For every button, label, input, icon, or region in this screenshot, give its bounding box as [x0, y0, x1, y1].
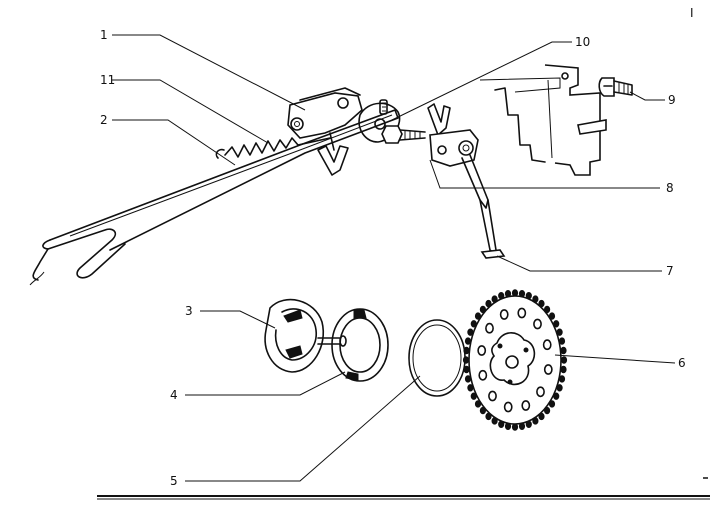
callout-7: 7 — [666, 264, 674, 278]
part-8-stand-bracket — [427, 103, 479, 167]
callout-1: 1 — [100, 28, 108, 42]
sprocket-hole — [521, 400, 531, 411]
sprocket-tooth — [463, 365, 470, 374]
sprocket-tooth — [463, 346, 470, 355]
part-3-plate — [264, 298, 347, 373]
sprocket-hole — [477, 345, 487, 356]
sprocket-hole — [503, 401, 513, 413]
adjuster-bolt — [381, 125, 426, 144]
sprocket-tooth — [560, 356, 568, 364]
callout-labels: 1 2 3 4 5 6 7 8 9 10 11 — [100, 28, 686, 488]
bottom-rule — [97, 477, 710, 500]
part-7-stand-leg — [461, 154, 506, 259]
part-11-spring — [215, 137, 331, 159]
callout-4: 4 — [170, 388, 178, 402]
sprocket-tooth — [560, 365, 567, 374]
sprocket-hole — [485, 322, 494, 334]
part-6-sprocket — [462, 289, 568, 431]
sprocket-hole — [478, 369, 488, 381]
sprocket-hole — [488, 390, 497, 402]
sprocket-hole — [542, 339, 552, 351]
callout-5: 5 — [170, 474, 178, 488]
sprocket-tooth — [560, 346, 567, 355]
sprocket-tooth — [479, 406, 486, 415]
sprocket-tooth — [544, 406, 551, 415]
callout-11: 11 — [100, 73, 115, 87]
frame-block — [479, 64, 607, 176]
callout-8: 8 — [666, 181, 674, 195]
sprocket-tooth — [544, 305, 551, 314]
callout-9: 9 — [668, 93, 676, 107]
callout-3: 3 — [185, 304, 193, 318]
sprocket-tooth — [479, 305, 486, 314]
sprocket-tooth — [462, 356, 470, 364]
part-2-lever-arm — [29, 109, 399, 286]
sprocket-hole — [543, 364, 553, 375]
leader-lines — [112, 34, 676, 482]
callout-2: 2 — [100, 113, 108, 127]
part-4-ring — [331, 308, 389, 382]
sprocket-hole — [517, 307, 527, 319]
part-5-thin-ring — [408, 319, 466, 397]
sprocket-hole — [499, 309, 509, 320]
part-10-pivot-pin — [358, 99, 401, 143]
part-9-screw — [598, 77, 633, 97]
corner-mark: I — [690, 6, 694, 20]
sprocket-hole — [536, 386, 545, 398]
sprocket-hole — [533, 318, 542, 330]
part-1-bracket — [287, 87, 363, 176]
callout-10: 10 — [575, 35, 590, 49]
callout-6: 6 — [678, 356, 686, 370]
